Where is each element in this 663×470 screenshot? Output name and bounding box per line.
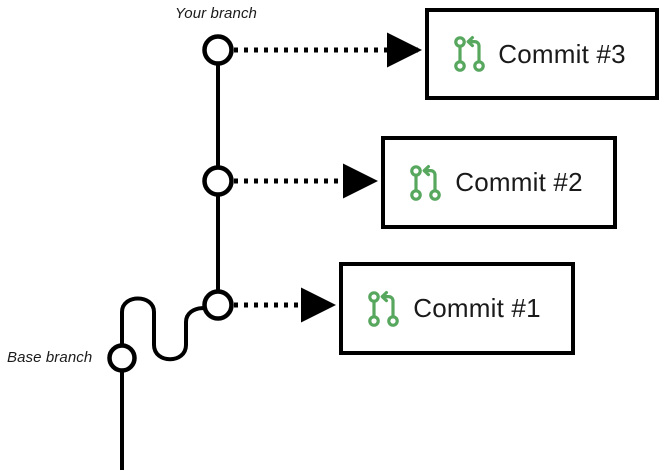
base-branch-label: Base branch <box>7 349 93 366</box>
your-branch-label: Your branch <box>175 5 257 22</box>
commit-card-label: Commit #2 <box>455 167 583 197</box>
commit-card-3[interactable]: Commit #3 <box>425 8 659 100</box>
commit-card-2[interactable]: Commit #2 <box>381 136 617 229</box>
commit-card-label: Commit #3 <box>498 38 626 69</box>
git-pull-request-icon <box>454 36 485 72</box>
node-base-branch[interactable] <box>107 343 137 373</box>
git-pull-request-icon <box>368 290 399 327</box>
commit-card-1[interactable]: Commit #1 <box>339 262 575 355</box>
node-commit-2[interactable] <box>202 165 234 197</box>
node-commit-3[interactable] <box>202 34 234 66</box>
commit-card-label: Commit #1 <box>413 293 541 323</box>
base-branch-merge-curve <box>120 296 220 362</box>
git-pull-request-icon <box>410 164 441 201</box>
node-commit-1[interactable] <box>202 289 234 321</box>
